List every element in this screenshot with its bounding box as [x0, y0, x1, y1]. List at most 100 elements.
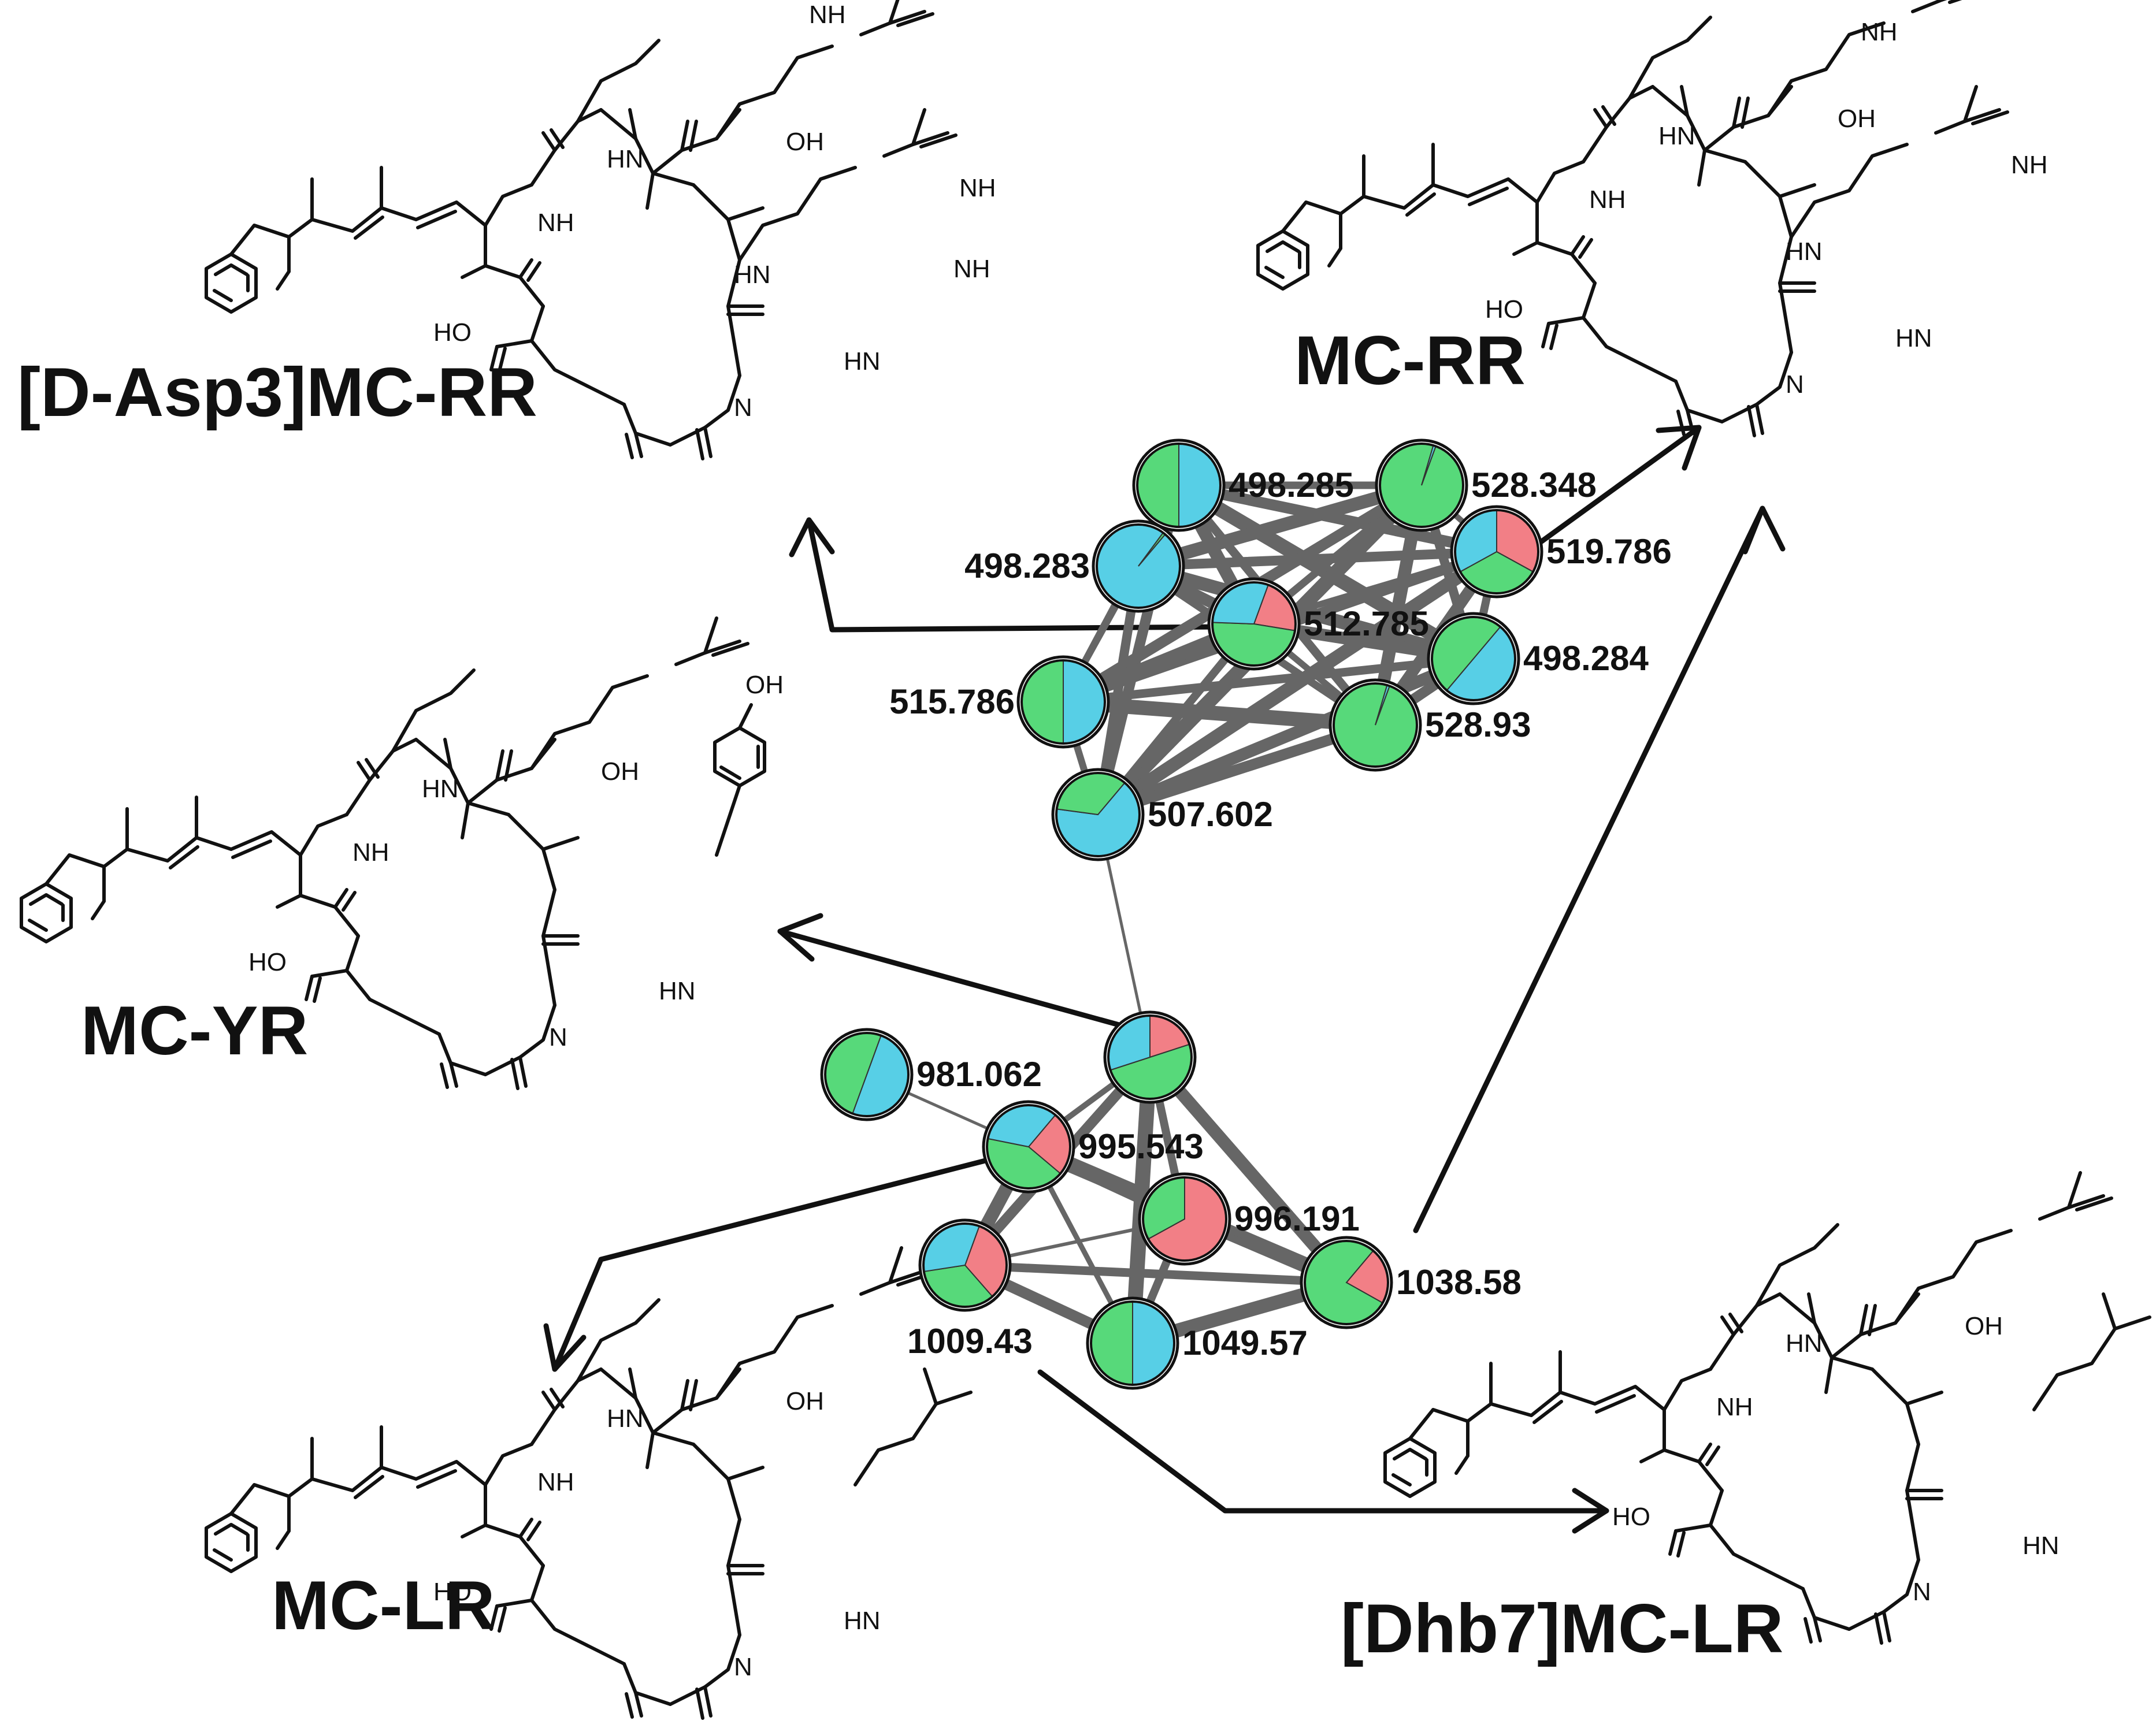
network-node[interactable]: 519.786 [1450, 505, 1672, 599]
arrow-to-asp3-mc-rr [806, 517, 1222, 633]
network-edge [1056, 694, 1383, 733]
compound-name-dhb7-mc-lr: [Dhb7]MC-LR [1341, 1590, 1783, 1667]
structure-mc-lr: NH HO HN OH N HN [206, 1248, 971, 1718]
network-node[interactable]: 996.191 [1138, 1172, 1360, 1266]
atom-hn: HN [1895, 324, 1932, 352]
node-label: 1038.58 [1396, 1263, 1522, 1302]
network-edge [1091, 545, 1504, 822]
network-node[interactable]: 512.785 [1207, 577, 1429, 671]
compound-name-asp3-mc-rr: [D-Asp3]MC-RR [17, 354, 537, 431]
structure-mc-rr: NH HO HN OH HN NH NH N HN [1258, 0, 2048, 436]
network-node[interactable]: 1009.43 [907, 1218, 1033, 1361]
node-label: 981.062 [916, 1055, 1042, 1094]
atom-hn: HN [844, 347, 881, 376]
arrow-to-mc-rr-from-lower [1413, 506, 1765, 1233]
network-node[interactable]: 1038.58 [1300, 1236, 1522, 1329]
network-edge [1092, 652, 1480, 821]
network-edge [1133, 547, 1502, 571]
atom-oh: OH [786, 128, 824, 156]
network-edge [1173, 480, 1502, 557]
network-node[interactable]: 507.602 [1051, 768, 1273, 861]
network-edge [960, 1261, 1351, 1287]
network-node[interactable]: 528.93 [1329, 678, 1531, 772]
network-edge [1092, 719, 1381, 820]
atom-hn: HN [607, 145, 644, 173]
atom-hn: HN [1658, 122, 1695, 150]
arrowhead-mc-lr [543, 1323, 587, 1372]
arrow-to-mc-rr [1528, 425, 1702, 552]
atom-hn: HN [607, 1404, 644, 1433]
atom-nh: NH [537, 1468, 574, 1496]
node-label: 498.284 [1523, 639, 1649, 678]
node-label: 498.283 [964, 547, 1090, 585]
structure-dhb7-mc-lr: NH HO HN OH N HN [1385, 1173, 2150, 1643]
network-edge [1131, 559, 1480, 666]
atom-nh2: NH [1861, 18, 1898, 46]
network-edge [1131, 478, 1428, 573]
atom-n: N [1913, 1578, 1931, 1606]
arrow-to-mc-yr [777, 928, 1124, 1028]
atom-hn: HN [1786, 1329, 1823, 1358]
atom-nh: NH [352, 838, 389, 867]
node-label: 528.348 [1471, 466, 1597, 504]
arrowhead-mc-rr [1656, 425, 1702, 471]
atom-hn: HN [844, 1607, 881, 1635]
arrowhead-dhb7-mc-lr [1572, 1488, 1609, 1534]
network-node[interactable]: 498.284 [1427, 612, 1649, 705]
atom-oh: OH [745, 671, 784, 699]
atom-ho: HO [1612, 1503, 1650, 1531]
atom-n: N [549, 1023, 567, 1051]
network-node[interactable]: 528.348 [1375, 438, 1597, 532]
atom-oh: OH [1838, 105, 1876, 133]
node-label: 507.602 [1148, 795, 1273, 834]
network-node[interactable]: 498.283 [964, 519, 1185, 613]
node-label: 995.543 [1078, 1127, 1204, 1166]
atom-ho: HO [433, 318, 472, 347]
structure-mc-yr: NH HO HN OH OH N HN [21, 618, 784, 1088]
annotation-arrows [543, 425, 1786, 1534]
node-label: 996.191 [1234, 1199, 1360, 1238]
network-edge [1059, 654, 1478, 707]
structure-asp3-mc-rr: NH HO HN OH HN NH NH NH N HN [206, 0, 996, 459]
network-node[interactable]: 1049.57 [1086, 1296, 1308, 1390]
node-label: 528.93 [1425, 705, 1531, 744]
node-label: 519.786 [1546, 532, 1672, 571]
atom-nh2: NH [809, 1, 846, 29]
arrow-to-dhb7-mc-lr [1037, 1369, 1609, 1514]
atom-nh: NH [1589, 185, 1626, 214]
atom-nh2: NH [2011, 151, 2048, 179]
atom-oh: OH [601, 757, 639, 786]
atom-ho: HO [248, 948, 287, 976]
atom-ho: HO [433, 1578, 472, 1606]
arrowhead-mc-rr-lower [1742, 506, 1786, 555]
network-node[interactable] [1103, 1010, 1197, 1104]
atom-oh: OH [786, 1387, 824, 1415]
network-node[interactable]: 498.285 [1132, 438, 1354, 532]
atom-hn: HN [734, 261, 771, 289]
network-node[interactable]: 515.786 [889, 655, 1110, 749]
atom-n: N [734, 393, 752, 422]
arrow-to-mc-lr [552, 1153, 1008, 1372]
node-label: 1049.57 [1182, 1324, 1308, 1362]
atom-nh: NH [1716, 1393, 1753, 1421]
atom-hn: HN [2023, 1532, 2059, 1560]
atom-hn: HN [659, 977, 696, 1005]
arrowhead-mc-yr [777, 913, 823, 962]
atom-hn: HN [422, 775, 459, 803]
atom-hn: HN [1786, 237, 1823, 266]
compound-name-mc-lr: MC-LR [272, 1567, 495, 1644]
compound-name-mc-yr: MC-YR [81, 992, 308, 1069]
node-label: 515.786 [889, 682, 1015, 721]
arrowhead-asp3-mc-rr [789, 517, 835, 557]
node-label: 1009.43 [907, 1322, 1033, 1361]
atom-nh: NH [953, 255, 990, 283]
atom-ho: HO [1485, 295, 1523, 324]
network-node[interactable]: 995.543 [982, 1100, 1204, 1194]
node-label: 512.785 [1304, 604, 1429, 643]
network-edge [1171, 478, 1481, 666]
network-node[interactable]: 981.062 [820, 1028, 1042, 1121]
atom-n: N [734, 1653, 752, 1681]
atom-n: N [1786, 370, 1804, 399]
compound-name-mc-rr: MC-RR [1294, 322, 1526, 399]
